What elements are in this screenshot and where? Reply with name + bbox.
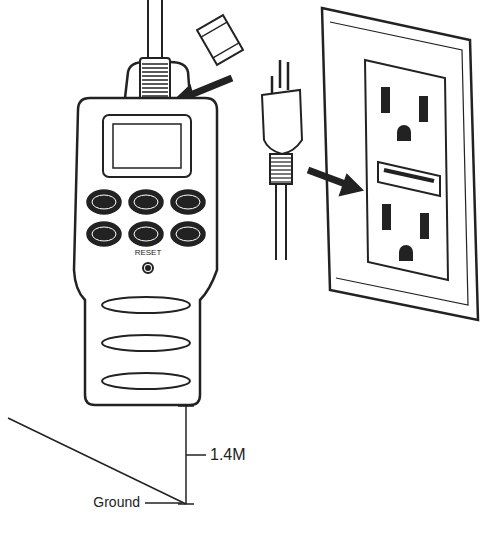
wall-plate xyxy=(322,8,478,320)
plug-rib xyxy=(142,79,168,81)
plug-rib xyxy=(271,181,291,182)
timer-button xyxy=(171,190,205,214)
plug-cord xyxy=(276,184,286,260)
grip-oval xyxy=(102,335,190,351)
timer-housing xyxy=(74,98,217,405)
outlet-slot xyxy=(382,88,389,112)
plug-rib xyxy=(142,75,168,77)
plug-rib xyxy=(142,87,168,89)
plug-rib xyxy=(142,63,168,65)
ground-leader xyxy=(145,502,182,504)
plug-arrowhead xyxy=(340,175,362,195)
plug-rib xyxy=(142,83,168,85)
plug-rib xyxy=(271,165,291,166)
ground-label: Ground xyxy=(93,495,140,510)
outlet-slot xyxy=(420,97,427,121)
outlet-slot xyxy=(421,214,428,238)
plug-rib xyxy=(142,67,168,69)
plug-arrow xyxy=(308,170,348,185)
timer-button xyxy=(129,190,163,214)
button-group xyxy=(87,190,205,246)
ground-hole xyxy=(400,246,412,260)
plug-rib xyxy=(271,173,291,174)
timer-button-face xyxy=(134,195,158,209)
dimension-label: 1.4M xyxy=(210,446,246,464)
plug-rib xyxy=(271,161,291,162)
timer-button xyxy=(171,222,205,246)
timer-button xyxy=(87,222,121,246)
hex-cap xyxy=(197,15,243,65)
plug-rib xyxy=(271,169,291,170)
timer-button-face xyxy=(134,227,158,241)
ground-hole xyxy=(398,126,410,140)
grip-oval xyxy=(102,297,190,313)
timer-button xyxy=(129,222,163,246)
grip-oval xyxy=(102,373,190,389)
plug-rib xyxy=(271,157,291,158)
gfci-outlet xyxy=(365,60,448,280)
timer-button-face xyxy=(92,195,116,209)
plug-rib xyxy=(142,95,168,97)
plug-boot xyxy=(270,154,292,184)
outlet-slot xyxy=(383,205,390,229)
wall-plate-edge xyxy=(330,22,468,305)
mounting-bracket xyxy=(125,62,190,98)
power-cord xyxy=(148,0,162,60)
reset-button-core xyxy=(146,266,150,270)
display-frame xyxy=(103,115,191,177)
reset-button xyxy=(143,263,153,273)
insert-arrow xyxy=(188,78,232,96)
gfci-button xyxy=(378,162,440,196)
plug-rib xyxy=(142,71,168,73)
display xyxy=(113,124,181,168)
timer-button xyxy=(87,190,121,214)
plug-rib xyxy=(142,91,168,93)
timer-button-face xyxy=(176,195,200,209)
dimension-leader xyxy=(186,454,206,456)
gfci-button-bar xyxy=(384,170,434,181)
ground-line xyxy=(8,418,186,504)
button-label: RESET xyxy=(135,249,162,258)
timer-button-face xyxy=(176,227,200,241)
plug-rib xyxy=(271,177,291,178)
plug-head xyxy=(262,90,302,154)
timer-button-face xyxy=(92,227,116,241)
